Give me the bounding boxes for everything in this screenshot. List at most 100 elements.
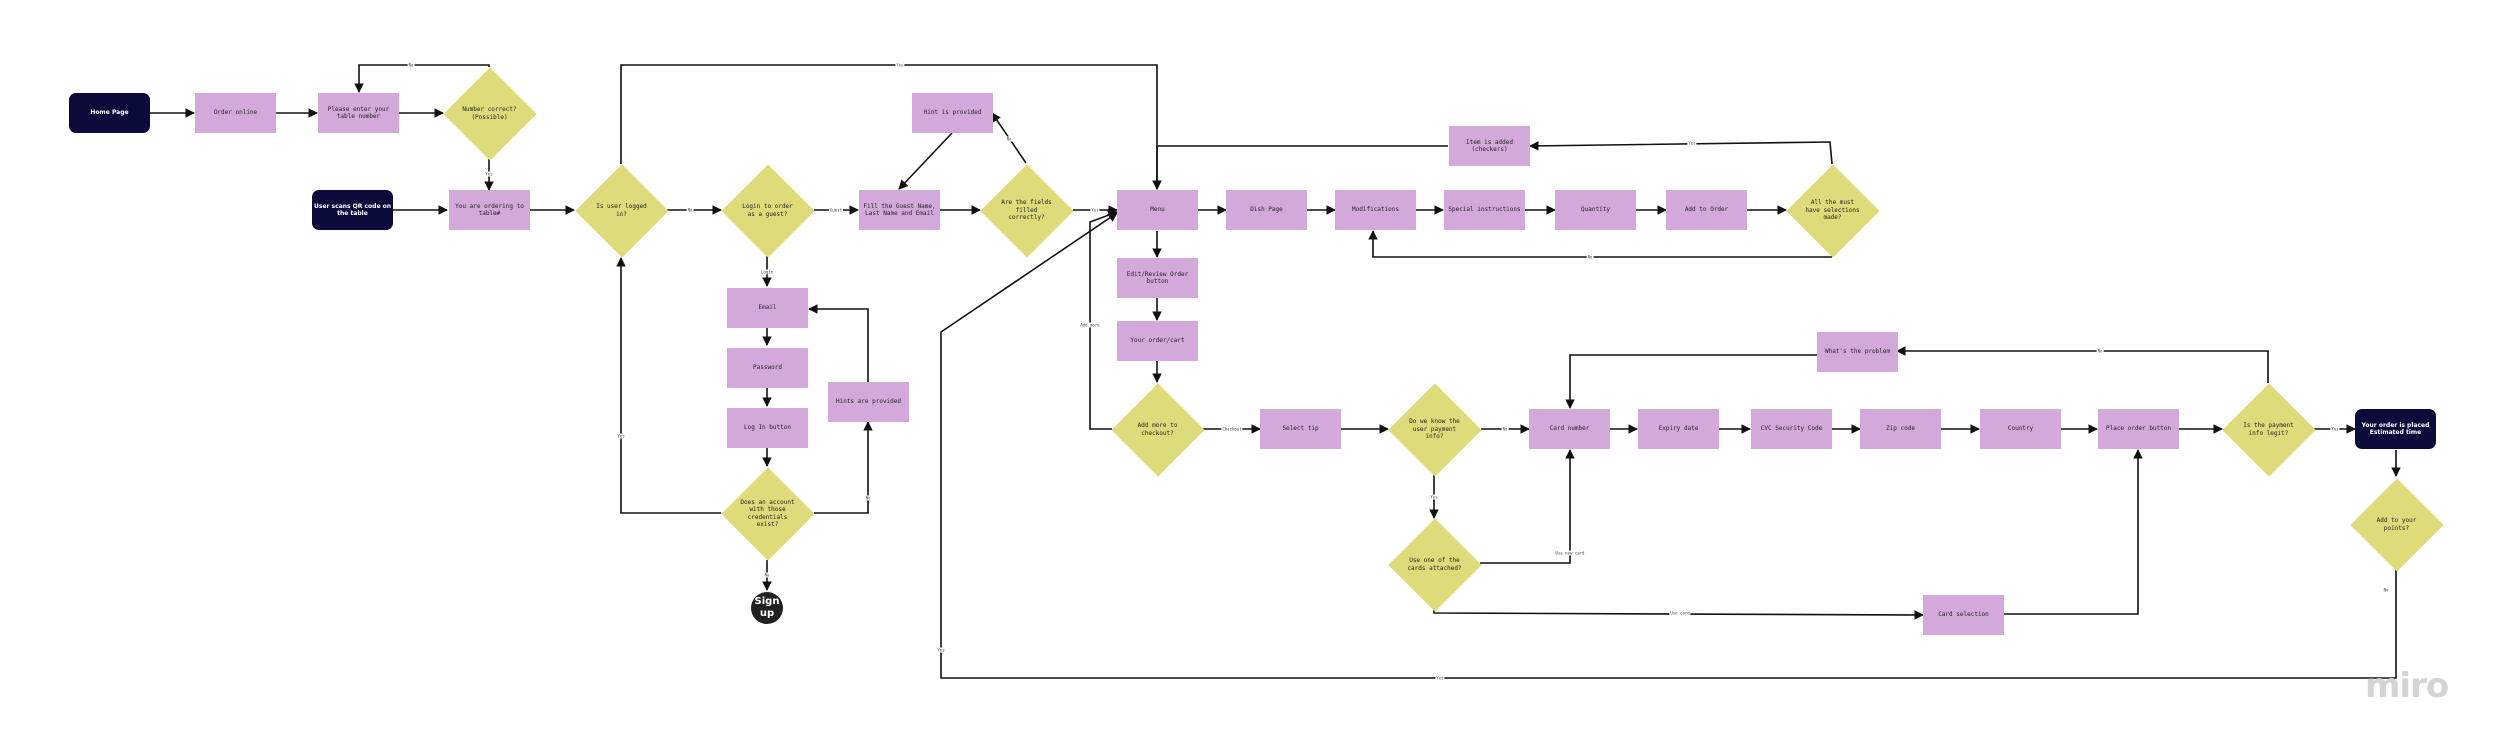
are-fields-filled-decision[interactable]: Are the fields filled correctly? (979, 163, 1074, 258)
edge-exist-yes-logged (616, 257, 721, 514)
edge-number-no-loop (354, 64, 490, 93)
edge-hint-to-guest (898, 132, 953, 190)
edge-label-login: Login (759, 269, 775, 275)
country-node[interactable]: Country (1980, 409, 2061, 449)
modifications-node[interactable]: Modifications (1335, 190, 1416, 230)
enter-table-number-node[interactable]: Please enter your table number (318, 93, 399, 133)
node-label: Menu (1150, 206, 1165, 214)
node-label: Zip code (1886, 425, 1915, 433)
sign-up-node[interactable]: Sign up (751, 592, 783, 624)
edge-points-loop-menu (940, 212, 2397, 679)
node-label: Is the payment info legit? (2243, 422, 2294, 437)
edge-label-yes: Yes (2330, 426, 2340, 432)
fill-guest-name-node[interactable]: Fill the Guest Name, Last Name and Email (859, 190, 940, 230)
edge-label-yes: Yes (1090, 207, 1100, 213)
edge-label-checkout: Checkout (1221, 426, 1243, 432)
hint-is-provided-node[interactable]: Hint is provided (912, 93, 993, 133)
node-label: Does an account with those credentials e… (740, 498, 795, 529)
edge-label-use-card: Use card (1669, 610, 1691, 616)
node-label: Your order/cart (1130, 337, 1185, 345)
menu-node[interactable]: Menu (1117, 190, 1198, 230)
node-label: What's the problem (1824, 348, 1891, 356)
node-label: Special instructions (1448, 206, 1521, 214)
you-are-ordering-node[interactable]: You are ordering to table# (449, 190, 530, 230)
does-account-exist-decision[interactable]: Does an account with those credentials e… (720, 466, 815, 561)
edge-label-no: No (2096, 348, 2104, 354)
log-in-button-node[interactable]: Log In button (727, 408, 808, 448)
node-label: Log In button (744, 424, 791, 432)
place-order-node[interactable]: Place order button (2098, 409, 2179, 449)
node-label: Home Page (90, 109, 129, 117)
node-label: Is user logged in? (596, 203, 647, 218)
edit-review-order-node[interactable]: Edit/Review Order button (1117, 258, 1198, 298)
whats-problem-node[interactable]: What's the problem (1817, 332, 1898, 372)
add-more-checkout-decision[interactable]: Add more to checkout? (1110, 382, 1205, 477)
is-user-logged-in-decision[interactable]: Is user logged in? (574, 163, 669, 258)
know-payment-decision[interactable]: Do we know the user payment info? (1387, 382, 1482, 477)
node-label: Dish Page (1250, 206, 1283, 214)
add-to-points-decision[interactable]: Add to your points? (2349, 477, 2444, 572)
edge-label-no: No (1501, 426, 1509, 432)
node-label: Hint is provided (923, 109, 982, 117)
zip-code-node[interactable]: Zip code (1860, 409, 1941, 449)
number-correct-decision[interactable]: Number correct? (Possible) (442, 66, 537, 161)
cvc-node[interactable]: CVC Security Code (1751, 409, 1832, 449)
hints-provided-node[interactable]: Hints are provided (828, 382, 909, 422)
user-scans-qr-node[interactable]: User scans QR code on the table (312, 190, 393, 230)
dish-page-node[interactable]: Dish Page (1226, 190, 1307, 230)
node-label: Order online (213, 109, 258, 117)
node-label: Fill the Guest Name, Last Name and Email (863, 202, 936, 218)
node-label: Password (753, 364, 782, 372)
email-node[interactable]: Email (727, 288, 808, 328)
edge-label-no: No (864, 495, 872, 501)
edge-label-add-more: Add more (1079, 322, 1101, 328)
quantity-node[interactable]: Quantity (1555, 190, 1636, 230)
node-label: Add to Order (1684, 206, 1729, 214)
node-label: Please enter your table number (327, 105, 390, 121)
node-label: Place order button (2105, 425, 2172, 433)
use-card-attached-decision[interactable]: Use one of the cards attached? (1387, 517, 1482, 612)
node-label: Country (2007, 425, 2034, 433)
login-or-guest-decision[interactable]: Login to order as a guest? (720, 163, 815, 258)
edge-label-yes: Yes (936, 647, 946, 653)
select-tip-node[interactable]: Select tip (1260, 409, 1341, 449)
edge-label-guest: Guest (828, 207, 844, 213)
node-label: You are ordering to table# (455, 202, 524, 218)
node-label: Add more to checkout? (1137, 422, 1178, 437)
edge-label-use-new-card: Use new card (1554, 550, 1586, 556)
edge-problem-to-card (1565, 354, 1817, 409)
node-label: Email (758, 304, 777, 312)
edge-label-no: No (686, 207, 694, 213)
edge-hints-to-email (808, 304, 869, 382)
node-label: Do we know the user payment info? (1409, 418, 1460, 441)
all-must-have-decision[interactable]: All the must have selections made? (1785, 163, 1880, 258)
miro-watermark: miro (2365, 666, 2449, 706)
special-instructions-node[interactable]: Special instructions (1444, 190, 1525, 230)
edge-exist-no-hints (814, 421, 873, 514)
your-order-cart-node[interactable]: Your order/cart (1117, 321, 1198, 361)
node-label: User scans QR code on the table (314, 202, 392, 218)
item-added-node[interactable]: Item is added (checkers) (1449, 126, 1530, 166)
edge-allmust-no-mods (1368, 230, 1832, 258)
node-label: Modifications (1352, 206, 1399, 214)
is-payment-legit-decision[interactable]: Is the payment info legit? (2221, 382, 2316, 477)
edge-added-to-menu (1152, 145, 1448, 190)
node-label: Item is added (checkers) (1466, 138, 1513, 154)
edge-allmust-yes-added (1529, 141, 1833, 165)
node-label: CVC Security Code (1760, 425, 1823, 433)
node-label: Card number (1549, 425, 1590, 433)
card-selection-node[interactable]: Card selection (1923, 595, 2004, 635)
card-number-node[interactable]: Card number (1529, 409, 1610, 449)
node-label: Sign up (754, 595, 780, 620)
expiry-date-node[interactable]: Expiry date (1638, 409, 1719, 449)
password-node[interactable]: Password (727, 348, 808, 388)
edge-label-yes: Yes (1435, 675, 1445, 681)
home-page-node[interactable]: Home Page (69, 93, 150, 133)
edge-label-no: No (1005, 136, 1013, 142)
edge-label-yes: Yes (616, 433, 626, 439)
node-label: Card selection (1938, 611, 1989, 619)
order-placed-node[interactable]: Your order is placed Estimated time (2355, 409, 2436, 449)
order-online-node[interactable]: Order online (195, 93, 276, 133)
add-to-order-node[interactable]: Add to Order (1666, 190, 1747, 230)
edge-label-no: No (1586, 254, 1594, 260)
